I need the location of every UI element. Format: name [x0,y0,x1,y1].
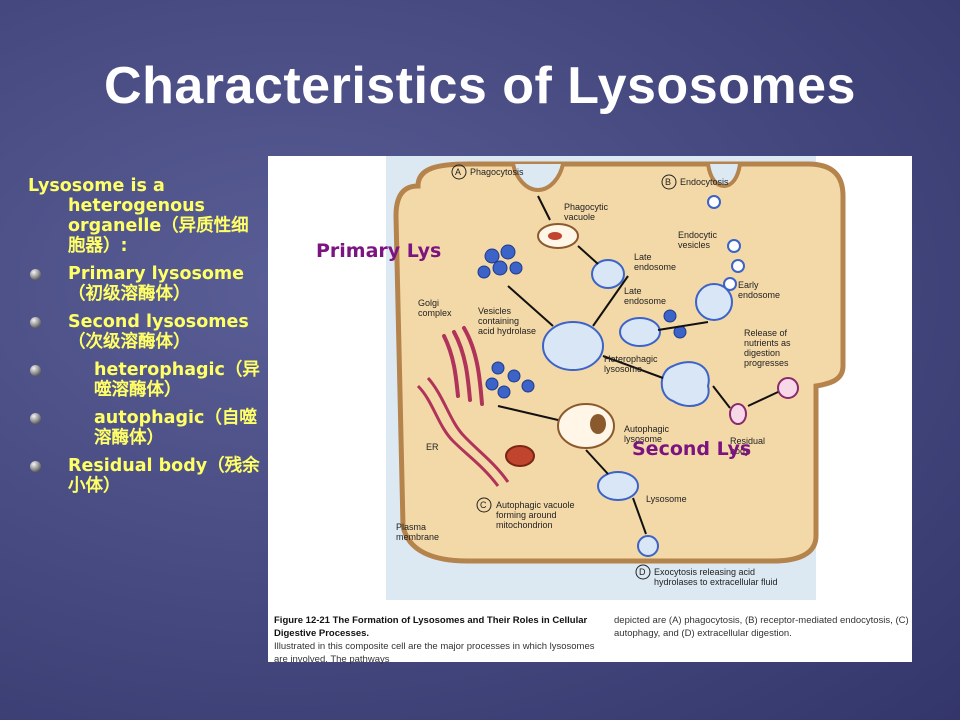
late-endosome [591,259,625,289]
label-exo-2: hydrolases to extracellular fluid [654,577,778,587]
label-release-3: digestion [744,348,780,358]
bullet-icon [30,365,41,376]
label-heterophagic-lysosome: lysosome [604,364,642,374]
bullet-list: Lysosome is a heterogenous organelle（异质性… [28,176,263,504]
heterophagic-lysosome [542,321,604,371]
label-late-2: Late [624,286,642,296]
bullet-icon [30,269,41,280]
residual-body [729,403,747,425]
label-release-2: nutrients as [744,338,791,348]
label-autophagic: Autophagic [624,424,670,434]
label-a: A [455,167,461,177]
label-endocytosis: Endocytosis [680,177,729,187]
bullet-icon [30,461,41,472]
lysosome-figure: A Phagocytosis B Endocytosis Phagocytic … [268,156,912,665]
slide-title: Characteristics of Lysosomes [104,57,856,115]
label-autovac-1: Autophagic vacuole [496,500,575,510]
bullet-icon [30,413,41,424]
label-autovac-3: mitochondrion [496,520,553,530]
label-vesicles-3: acid hydrolase [478,326,536,336]
bullet-icon [30,317,41,328]
label-phagocytosis: Phagocytosis [470,167,524,177]
label-endosome-early: endosome [738,290,780,300]
lysosome [597,471,639,501]
mitochondrion [505,445,535,467]
bullet-text: Residual body（残余小体） [68,456,260,496]
label-autovac-2: forming around [496,510,557,520]
bullet-item-heterophagic: heterophagic（异噬溶酶体） [28,360,263,400]
label-endosome-2: endosome [624,296,666,306]
label-membrane: membrane [396,532,439,542]
caption-right-text: depicted are (A) phagocytosis, (B) recep… [614,615,909,639]
digestion-body [660,361,710,407]
golgi-complex [442,326,484,406]
label-lysosome: Lysosome [646,494,687,504]
label-residual: Residual [730,436,765,446]
bullet-item-residual: Residual body（残余小体） [28,456,263,496]
label-autophagic-lysosome: lysosome [624,434,662,444]
bullet-text: heterophagic（异噬溶酶体） [94,360,260,400]
bullet-text: Second lysosomes（次级溶酶体） [68,312,249,352]
caption-title: Figure 12-21 The Formation of Lysosomes … [274,615,588,639]
label-vesicles-2: containing [478,316,519,326]
label-c: C [480,500,487,510]
label-vesicles-1: Vesicles [478,306,512,316]
label-release-4: progresses [744,358,789,368]
label-residual-body: body [730,446,750,456]
lysosome-diagram: A Phagocytosis B Endocytosis Phagocytic … [386,156,846,600]
label-phagocytic: Phagocytic [564,202,609,212]
bullet-intro: Lysosome is a heterogenous organelle（异质性… [28,176,249,256]
endoplasmic-reticulum [416,377,510,487]
caption-left-text: Illustrated in this composite cell are t… [274,641,595,665]
label-heterophagic: Heterophagic [604,354,658,364]
label-d: D [639,567,646,577]
label-exo-1: Exocytosis releasing acid [654,567,755,577]
label-complex: complex [418,308,452,318]
overlay-second-lys: Second Lys [632,438,752,460]
label-plasma: Plasma [396,522,426,532]
bullet-item-second: Second lysosomes（次级溶酶体） [28,312,263,352]
label-b: B [665,177,671,187]
bullet-text: autophagic（自噬溶酶体） [94,408,257,448]
label-late-1: Late [634,252,652,262]
label-vacuole: vacuole [564,212,595,222]
overlay-primary-lys: Primary Lys [316,240,442,262]
label-endosome-1: endosome [634,262,676,272]
label-early: Early [738,280,759,290]
label-golgi: Golgi [418,298,439,308]
label-er: ER [426,442,439,452]
early-endosome [695,283,733,321]
label-vesicles: vesicles [678,240,711,250]
bullet-text: Primary lysosome（初级溶酶体） [68,264,245,304]
bullet-item-primary: Primary lysosome（初级溶酶体） [28,264,263,304]
late-endosome-2 [619,317,661,347]
label-release-1: Release of [744,328,788,338]
label-endocytic: Endocytic [678,230,718,240]
bullet-item-autophagic: autophagic（自噬溶酶体） [28,408,263,448]
